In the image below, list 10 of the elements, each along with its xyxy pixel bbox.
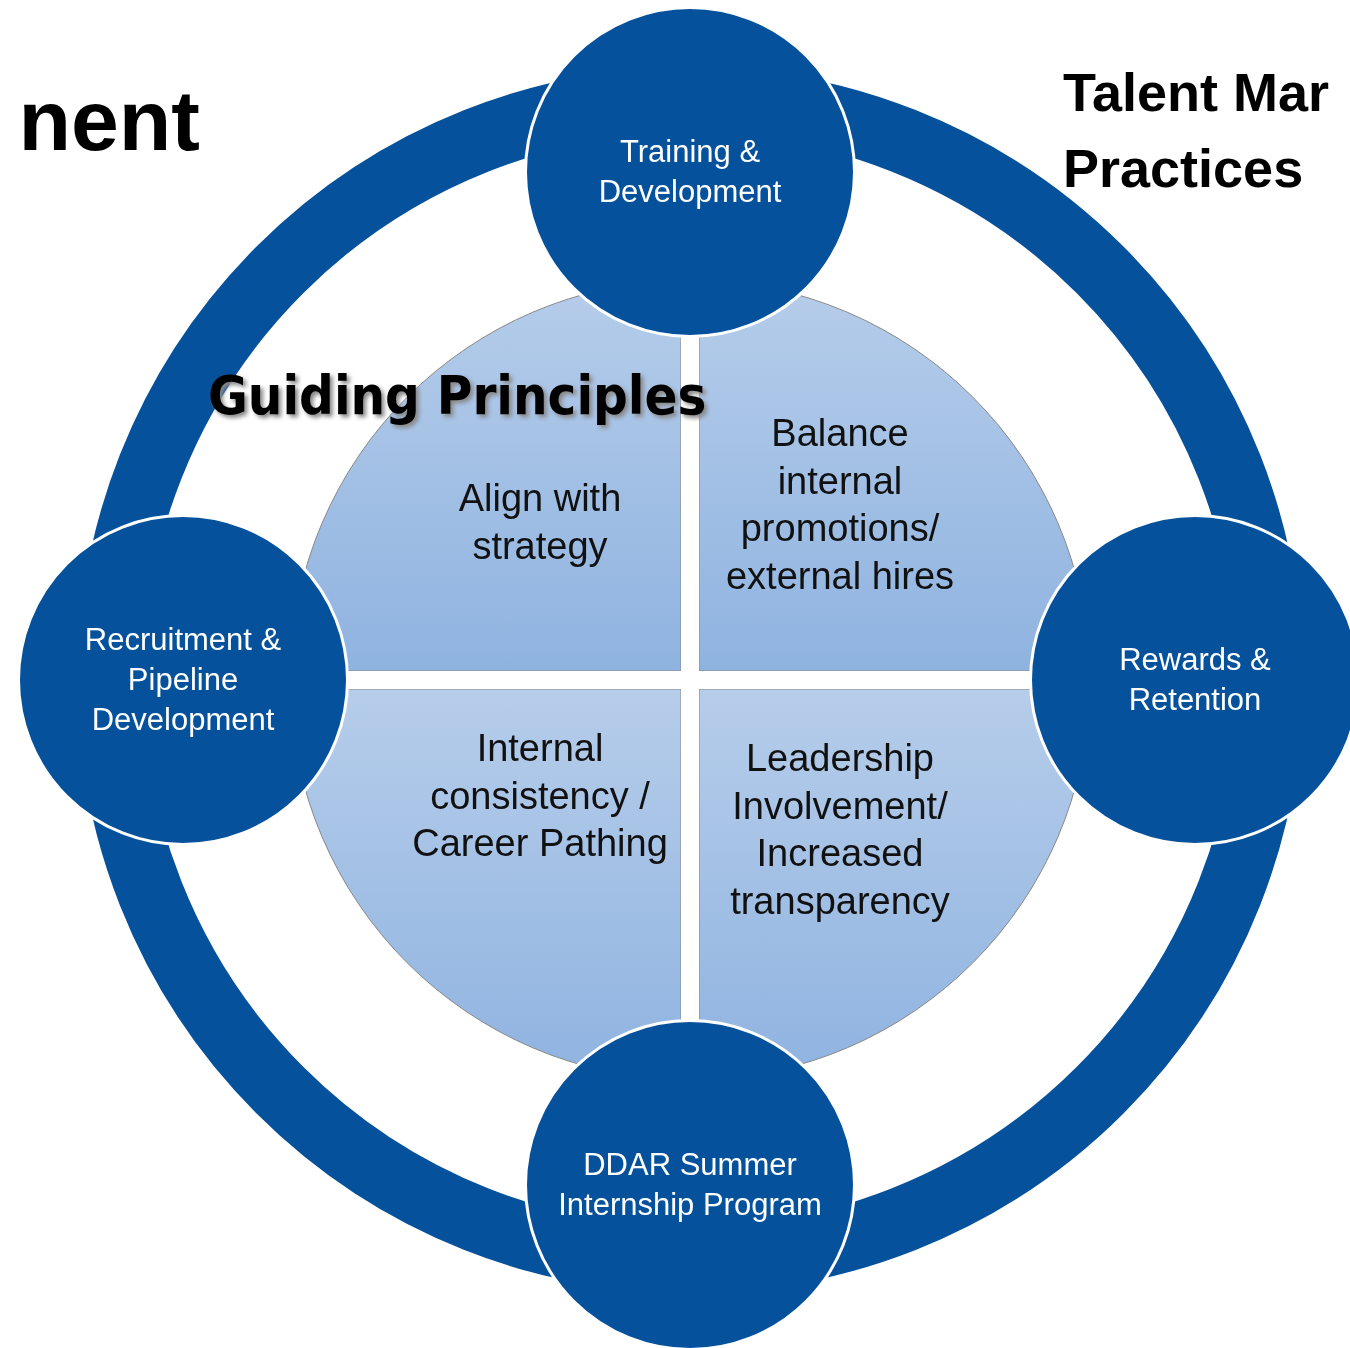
principle-text: Internal consistency / Career Pathing (411, 726, 669, 866)
principle-text: Align with strategy (457, 476, 623, 569)
title-text: nent (17, 71, 200, 170)
title-text: Talent Mar Practices (1063, 61, 1331, 200)
practice-circle: Rewards & Retention (1029, 514, 1350, 846)
practice-circle: Training & Development (524, 6, 856, 338)
principle-text: Balance internal promotions/ external hires (724, 411, 956, 599)
practice-circle: Recruitment & Pipeline Development (17, 514, 349, 846)
principle-text: Leadership Involvement/ Increased transparency (729, 736, 951, 924)
practice-circle: DDAR Summer Internship Program (524, 1019, 856, 1348)
